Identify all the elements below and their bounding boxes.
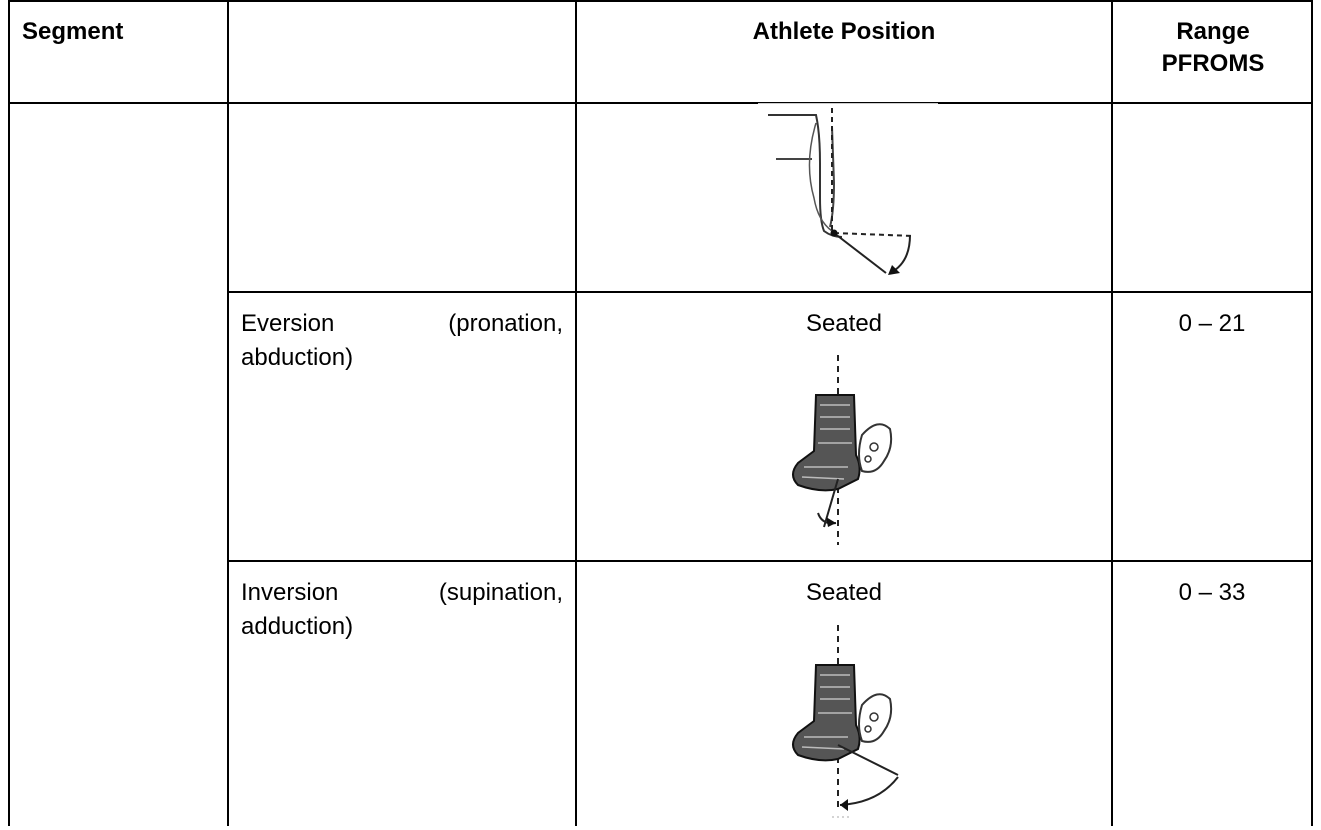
- row1-bottom-border: [227, 291, 1313, 293]
- header-bottom-border: [8, 102, 1313, 104]
- range-eversion: 0 – 21: [1178, 310, 1246, 337]
- position-inversion: Seated: [805, 579, 883, 606]
- table-top-border: [8, 0, 1313, 2]
- ankle-dorsiflexion-side-view-figure: [758, 102, 948, 288]
- header-athlete-position: Athlete Position: [752, 18, 936, 45]
- table-left-border: [8, 0, 10, 826]
- range-inversion: 0 – 33: [1178, 579, 1246, 606]
- movement-eversion: Eversion (pronation, abduction): [241, 310, 563, 371]
- row2-bottom-border: [227, 560, 1313, 562]
- rom-table: Segment Athlete Position Range PFROMS Ev…: [8, 0, 1313, 826]
- header-range-pfroms: Range PFROMS: [1161, 18, 1265, 77]
- header-segment: Segment: [22, 18, 124, 45]
- col1-divider: [227, 0, 229, 826]
- movement-inversion: Inversion (supination, adduction): [241, 579, 563, 640]
- table-right-border: [1311, 0, 1313, 826]
- col2-divider: [575, 0, 577, 826]
- position-eversion: Seated: [805, 310, 883, 337]
- foot-eversion-goniometer-figure: [778, 355, 938, 555]
- foot-inversion-goniometer-figure: [778, 625, 938, 825]
- col3-divider: [1111, 0, 1113, 826]
